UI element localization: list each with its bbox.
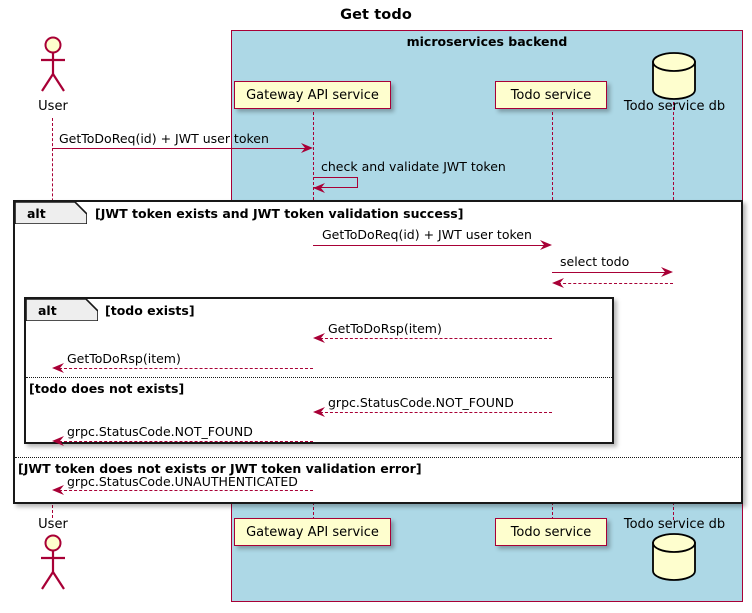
message-label-m3: GetToDoReq(id) + JWT user token xyxy=(322,227,532,242)
message-line-m4 xyxy=(552,272,667,273)
message-label-m1: GetToDoReq(id) + JWT user token xyxy=(59,131,269,146)
alt-frame-outer-condition: [JWT token exists and JWT token validati… xyxy=(95,206,464,221)
message-line-m6 xyxy=(320,338,552,339)
message-line-m8 xyxy=(320,412,552,413)
actor-user-bottom[interactable] xyxy=(36,532,70,594)
alt-frame-inner-else-condition: [todo does not exists] xyxy=(29,381,185,396)
participant-todo-service-top[interactable]: Todo service xyxy=(495,81,607,109)
message-label-m6: GetToDoRsp(item) xyxy=(328,321,442,336)
arrowhead-m3 xyxy=(539,238,553,252)
message-label-m9: grpc.StatusCode.NOT_FOUND xyxy=(67,424,253,439)
message-label-m8: grpc.StatusCode.NOT_FOUND xyxy=(328,395,514,410)
arrowhead-m1 xyxy=(300,141,314,155)
message-line-m10 xyxy=(59,490,313,491)
database-todo-service-db-bottom-label: Todo service db xyxy=(623,517,726,532)
alt-frame-outer-keyword: alt xyxy=(27,206,46,221)
message-self-loop-m2 xyxy=(313,177,358,188)
actor-user-bottom-label: User xyxy=(38,517,68,532)
outer-frame-backdrop xyxy=(15,202,741,504)
message-line-m5 xyxy=(558,283,673,284)
arrowhead-m9 xyxy=(49,434,65,448)
participant-gateway-api-service-top[interactable]: Gateway API service xyxy=(234,81,391,109)
arrowhead-m5 xyxy=(549,276,565,290)
participant-todo-service-bottom[interactable]: Todo service xyxy=(495,518,607,546)
alt-frame-inner-keyword: alt xyxy=(38,303,57,318)
arrowhead-m7 xyxy=(49,361,65,375)
alt-frame-outer-divider xyxy=(15,457,741,458)
group-box-label: microservices backend xyxy=(406,34,568,49)
page-title: Get todo xyxy=(340,7,412,23)
message-line-m7 xyxy=(59,368,313,369)
database-todo-service-db-bottom[interactable] xyxy=(650,533,700,583)
alt-frame-inner xyxy=(24,297,614,444)
alt-frame-inner-condition: [todo exists] xyxy=(105,303,195,318)
alt-frame-inner-tab xyxy=(26,299,98,321)
database-todo-service-db-top[interactable] xyxy=(650,52,700,102)
message-label-m10: grpc.StatusCode.UNAUTHENTICATED xyxy=(67,474,298,489)
database-todo-service-db-top-label: Todo service db xyxy=(623,99,726,114)
message-line-m3 xyxy=(313,245,546,246)
arrowhead-m4 xyxy=(660,265,674,279)
message-line-m1 xyxy=(52,148,307,149)
arrowhead-m6 xyxy=(310,331,326,345)
alt-frame-outer-else-condition: [JWT token does not exists or JWT token … xyxy=(18,461,422,476)
message-label-m4: select todo xyxy=(560,254,630,269)
arrowhead-m10 xyxy=(49,483,65,497)
message-label-m2: check and validate JWT token xyxy=(321,159,506,174)
actor-user-top[interactable] xyxy=(36,34,70,96)
participant-gateway-api-service-bottom[interactable]: Gateway API service xyxy=(234,518,391,546)
alt-frame-outer-tab xyxy=(15,202,87,224)
alt-frame-inner-divider xyxy=(26,377,612,378)
message-label-m7: GetToDoRsp(item) xyxy=(67,351,181,366)
arrowhead-m2 xyxy=(310,181,326,195)
arrowhead-m8 xyxy=(310,405,326,419)
actor-user-top-label: User xyxy=(38,99,68,114)
message-line-m9 xyxy=(59,441,313,442)
alt-frame-outer xyxy=(13,200,743,504)
